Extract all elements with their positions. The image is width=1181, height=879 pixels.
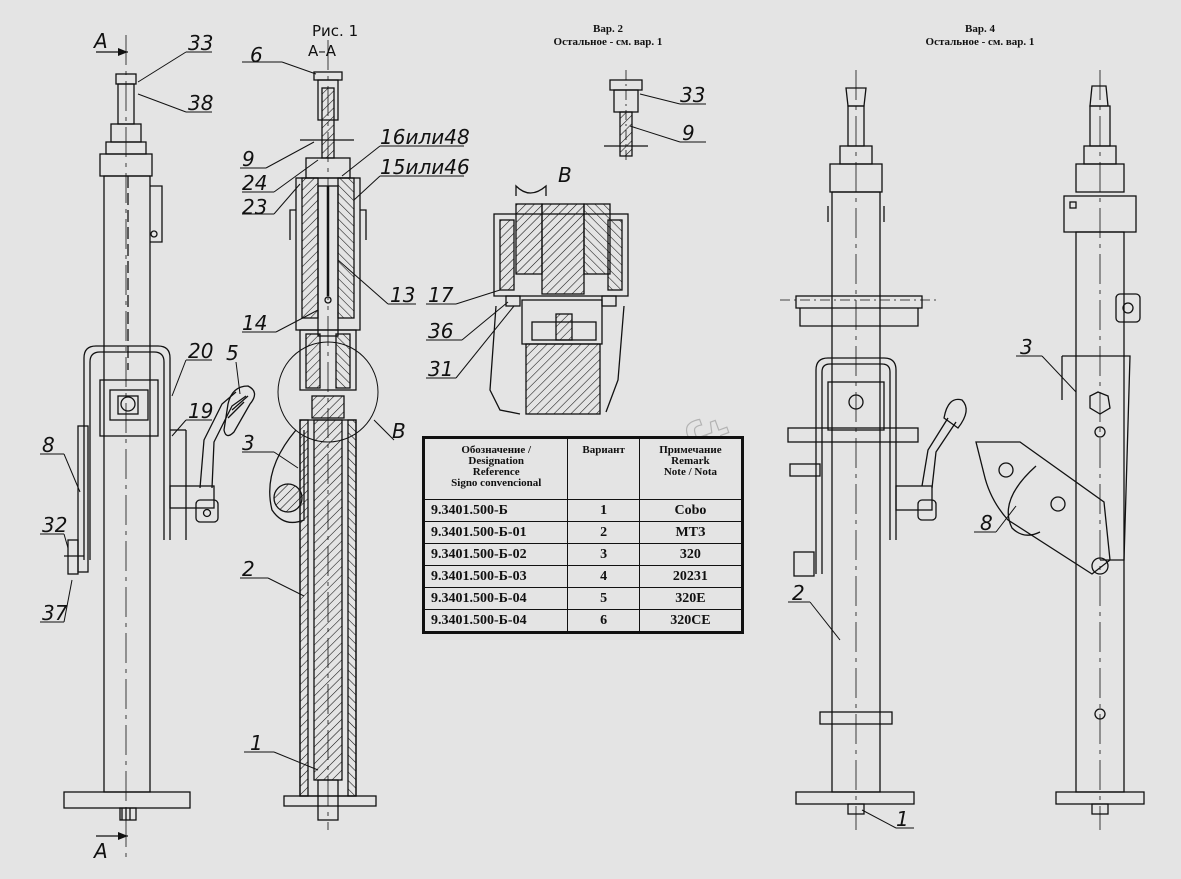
cell-designation: 9.3401.500-Б-04 (422, 609, 569, 633)
main-view (63, 35, 256, 862)
cell-note: 320 (638, 543, 744, 566)
var2-title: Вар. 2 (593, 23, 623, 35)
cell-designation: 9.3401.500-Б-02 (422, 543, 569, 566)
callout-20: 20 (188, 339, 213, 363)
detail-b-marker: В (392, 419, 406, 443)
callout-3: 3 (242, 431, 255, 455)
var4-callout-2: 2 (792, 581, 805, 605)
table-row: 9.3401.500-Б-02 3 320 (422, 543, 744, 566)
callout-24: 24 (242, 171, 267, 195)
cell-note: 20231 (638, 565, 744, 588)
callout-36: 36 (428, 319, 453, 343)
callout-37: 37 (42, 601, 68, 625)
var4-callout-1: 1 (896, 807, 909, 831)
figure-title: Рис. 1 (312, 22, 358, 40)
callout-2: 2 (242, 557, 255, 581)
cell-note: Cobo (638, 499, 744, 522)
callout-13: 13 (390, 283, 415, 307)
cell-variant: 2 (567, 521, 640, 544)
leader-lines (40, 51, 1077, 829)
callout-labels: Рис. 1 А–А А А В В Вар. 2 Остальное - см… (42, 22, 1034, 863)
callout-19: 19 (188, 399, 213, 423)
var4-front-view (780, 70, 967, 830)
variants-table: Обозначение / Designation Reference Sign… (422, 436, 744, 634)
var4-callout-8: 8 (980, 511, 993, 535)
cell-designation: 9.3401.500-Б-01 (422, 521, 569, 544)
table-row: 9.3401.500-Б-01 2 МТЗ (422, 521, 744, 544)
callout-6: 6 (250, 43, 263, 67)
cell-designation: 9.3401.500-Б-03 (422, 565, 569, 588)
callout-23: 23 (242, 195, 267, 219)
cell-variant: 5 (567, 587, 640, 610)
header-designation: Обозначение / Designation Reference Sign… (422, 437, 569, 500)
table-header-row: Обозначение / Designation Reference Sign… (422, 437, 744, 500)
section-arrow-top (118, 48, 128, 56)
cell-variant: 6 (567, 609, 640, 633)
callout-38: 38 (188, 91, 213, 115)
cell-variant: 1 (567, 499, 640, 522)
callout-5: 5 (226, 341, 239, 365)
table-row: 9.3401.500-Б 1 Cobo (422, 499, 744, 522)
callout-32: 32 (42, 513, 67, 537)
section-marker-top: А (92, 29, 108, 53)
cell-variant: 3 (567, 543, 640, 566)
var2-detail (604, 70, 648, 162)
cell-note: МТЗ (638, 521, 744, 544)
callout-33: 33 (188, 31, 213, 55)
callout-31: 31 (428, 357, 453, 381)
var4-note: Остальное - см. вар. 1 (926, 36, 1035, 48)
var2-callout-33: 33 (680, 83, 705, 107)
callout-1: 1 (250, 731, 263, 755)
section-marker-bottom: А (92, 839, 108, 863)
table-row: 9.3401.500-Б-03 4 20231 (422, 565, 744, 588)
var4-callout-3: 3 (1020, 335, 1033, 359)
table-row: 9.3401.500-Б-04 5 320E (422, 587, 744, 610)
var2-callout-9: 9 (682, 121, 695, 145)
cell-note: 320CE (638, 609, 744, 633)
callout-17: 17 (428, 283, 454, 307)
detail-b (489, 184, 629, 415)
var4-side-view (975, 70, 1145, 830)
header-note: Примечание Remark Note / Nota (638, 437, 744, 500)
callout-8: 8 (42, 433, 55, 457)
section-title: А–А (308, 42, 337, 60)
callout-15-or-46: 15или46 (380, 155, 470, 179)
cell-designation: 9.3401.500-Б (422, 499, 569, 522)
table-row: 9.3401.500-Б-04 6 320CE (422, 609, 744, 633)
detail-b-title: В (558, 163, 572, 187)
cell-note: 320E (638, 587, 744, 610)
var4-title: Вар. 4 (965, 23, 995, 35)
cell-variant: 4 (567, 565, 640, 588)
cell-designation: 9.3401.500-Б-04 (422, 587, 569, 610)
var2-note: Остальное - см. вар. 1 (554, 36, 663, 48)
section-a-a (269, 40, 379, 830)
section-arrow-bottom (118, 832, 128, 840)
callout-16-or-48: 16или48 (380, 125, 470, 149)
header-variant: Вариант (567, 437, 640, 500)
callout-9: 9 (242, 147, 255, 171)
callout-14: 14 (242, 311, 267, 335)
